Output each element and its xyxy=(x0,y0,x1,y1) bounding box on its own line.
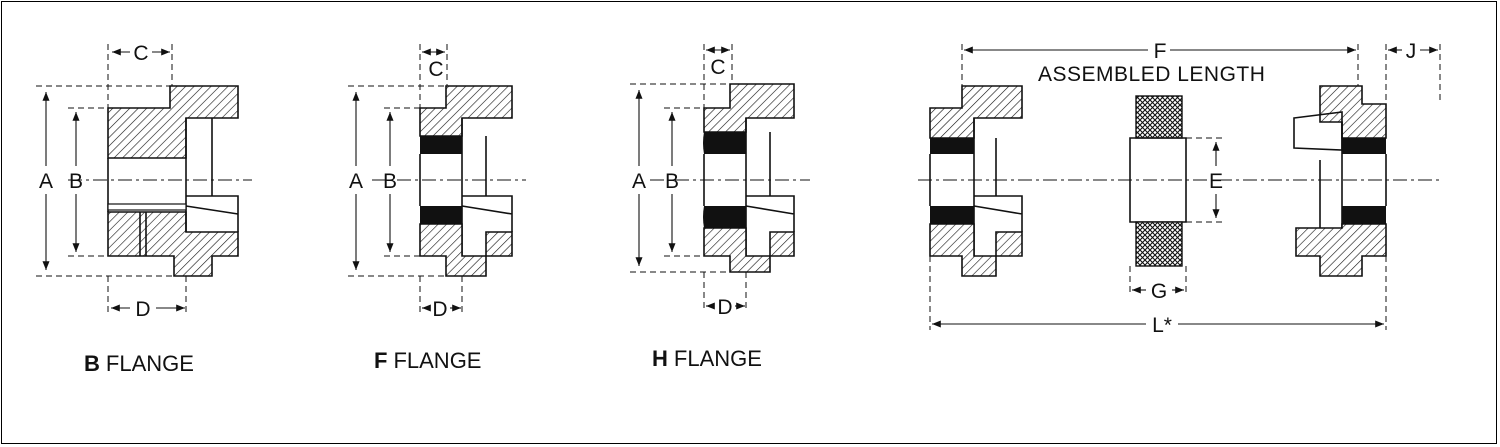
h-flange-label-b: B xyxy=(665,170,679,193)
h-flange-label-d: D xyxy=(717,296,732,319)
h-flange-drawing xyxy=(630,44,810,312)
h-flange-type-word: FLANGE xyxy=(674,346,762,371)
f-flange-label-d: D xyxy=(432,298,447,321)
b-flange-label-a: A xyxy=(39,170,53,193)
f-flange-drawing xyxy=(348,44,526,312)
f-flange-type-letter: F xyxy=(374,348,387,373)
f-flange-type-word: FLANGE xyxy=(393,348,481,373)
h-flange-type-letter: H xyxy=(652,346,668,371)
h-flange-label-c: C xyxy=(710,56,725,79)
b-flange-type-letter: B xyxy=(84,351,100,376)
assembly-right-flange xyxy=(1293,85,1387,277)
f-flange-label-b: B xyxy=(383,170,397,193)
assembly-label-l: L* xyxy=(1152,314,1172,337)
b-flange-drawing xyxy=(36,44,252,312)
assembly-caption: ASSEMBLED LENGTH xyxy=(1038,63,1265,86)
assembly-label-f: F xyxy=(1154,40,1167,63)
f-flange-label-c: C xyxy=(428,58,443,81)
assembly-label-e: E xyxy=(1209,170,1223,193)
b-flange-type-word: FLANGE xyxy=(106,351,194,376)
h-flange-label-a: A xyxy=(632,170,646,193)
b-flange-label-b: B xyxy=(69,170,83,193)
f-flange-label-a: A xyxy=(349,170,363,193)
assembly-label-g: G xyxy=(1151,280,1167,303)
assembly-label-j: J xyxy=(1406,40,1417,63)
b-flange-label-d: D xyxy=(135,298,150,321)
assembly-left-flange xyxy=(929,85,1023,277)
b-flange-label-c: C xyxy=(133,42,148,65)
assembly-elastomer-element xyxy=(1129,95,1187,267)
